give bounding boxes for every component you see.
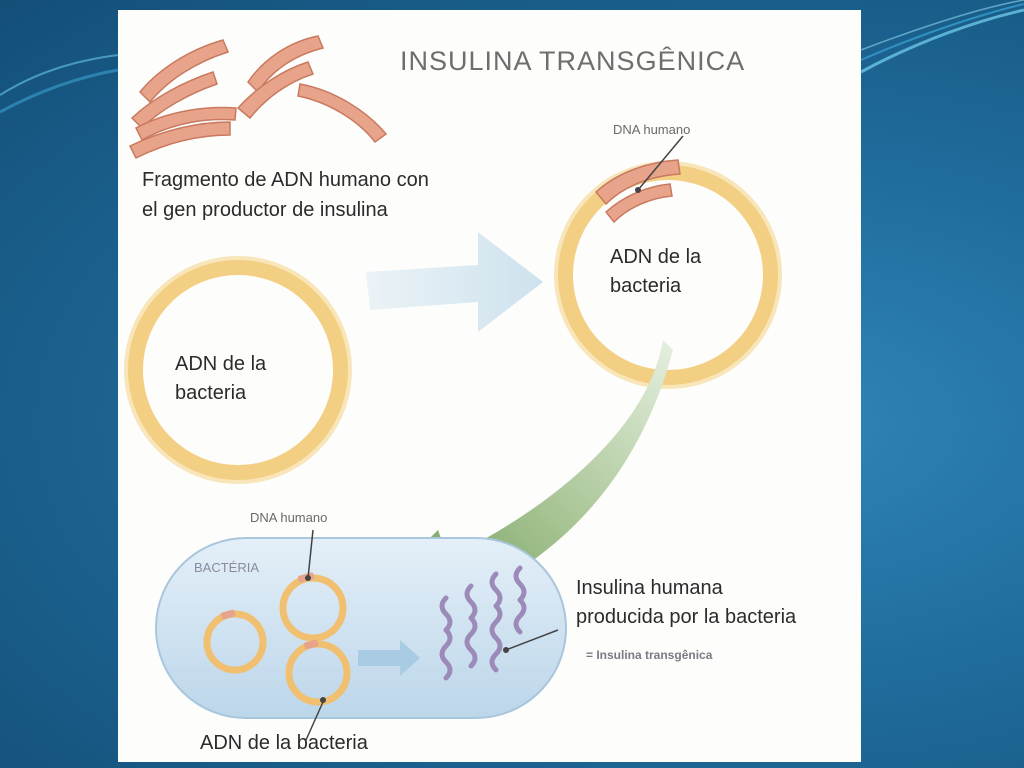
insulin-note: = Insulina transgênica (586, 648, 713, 662)
bacteria-label: BACTÉRIA (194, 560, 260, 575)
transfer-arrow (366, 232, 543, 332)
diagram-title: INSULINA TRANSGÊNICA (400, 46, 746, 76)
diagram-panel: INSULINA TRANSGÊNICA Fragmento de ADN hu… (118, 10, 861, 762)
bottom-label: ADN de la bacteria (200, 732, 368, 754)
fragment-label-line1: Fragmento de ADN humano con (142, 169, 429, 191)
fragment-label: Fragmento de ADN humano con el gen produ… (142, 165, 429, 225)
plasmid-right-line2: bacteria (610, 275, 682, 297)
production-arrow (358, 640, 420, 676)
insulin-label: Insulina humana producida por la bacteri… (576, 574, 796, 632)
insulin-molecules (439, 565, 527, 681)
plasmid-left-line2: bacteria (175, 382, 247, 404)
dna-humano-label-bottom: DNA humano (250, 510, 328, 525)
insulin-label-line1: Insulina humana (576, 577, 723, 599)
plasmid-left-label: ADN de la bacteria (175, 350, 266, 408)
fragment-label-line2: el gen productor de insulina (142, 199, 388, 221)
inserted-human-dna (594, 159, 681, 224)
insulin-label-line2: producida por la bacteria (576, 606, 797, 628)
human-dna-fragments (128, 35, 388, 160)
bacteria-plasmid-left (127, 259, 349, 481)
dna-humano-label-top: DNA humano (613, 122, 691, 137)
plasmid-right-line1: ADN de la (610, 246, 702, 268)
diagram-graphics (124, 35, 782, 741)
plasmid-left-line1: ADN de la (175, 353, 267, 375)
plasmid-right-label: ADN de la bacteria (610, 243, 701, 301)
bacteria-cell (155, 537, 567, 719)
